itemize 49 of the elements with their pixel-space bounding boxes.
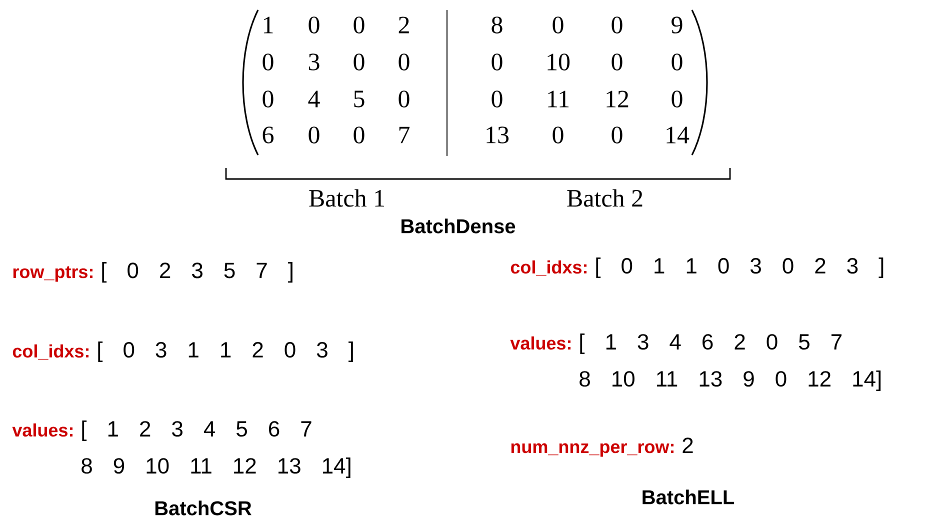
matrix-entry: 0 [354, 54, 364, 70]
matrix-entry: 7 [399, 126, 410, 144]
array-values: [ 0 1 1 0 3 0 2 3 ] [596, 257, 884, 278]
matrix-entry: 4 [308, 90, 320, 108]
field-label: num_nnz_per_row: [511, 443, 674, 457]
array-values: [ 1 3 4 6 2 0 5 7 8 10 11 13 9 0 12 14] [580, 334, 881, 391]
matrix-entry: 0 [492, 54, 502, 70]
matrix-entry: 0 [308, 126, 320, 144]
batch-label: Batch 2 [567, 189, 642, 207]
matrix-entry: 0 [354, 16, 364, 34]
matrix-entry: 0 [308, 16, 320, 34]
matrix-entry: 0 [672, 54, 682, 70]
matrix-entry: 0 [354, 126, 364, 144]
matrix-entry: 6 [262, 126, 274, 144]
format-name: BatchDense [402, 218, 516, 234]
field-label: col_idxs: [510, 260, 586, 276]
matrix-entry: 13 [486, 126, 509, 144]
matrix-entry: 0 [612, 54, 622, 70]
field-label: col_idxs: [12, 344, 88, 360]
matrix-entry: 9 [672, 16, 682, 34]
array-values: [ 0 3 1 1 2 0 3 ] [98, 341, 353, 362]
matrix-entry: 2 [398, 16, 409, 34]
matrix-entry: 3 [308, 54, 320, 70]
matrix-entry: 0 [552, 126, 564, 144]
matrix-entry: 14 [666, 126, 690, 144]
matrix-entry: 10 [548, 54, 570, 70]
array-values: [ 0 2 3 5 7 ] [102, 262, 292, 283]
matrix-entry: 0 [612, 126, 622, 144]
matrix-entry: 0 [262, 90, 274, 108]
matrix-entry: 0 [552, 16, 564, 34]
matrix-entry: 12 [606, 90, 628, 108]
array-values: 2 [682, 438, 693, 453]
field-label: row_ptrs: [13, 266, 92, 282]
matrix-entry: 5 [354, 90, 364, 108]
field-label: values: [12, 423, 72, 437]
matrix-entry: 0 [612, 16, 622, 34]
array-values: [ 1 2 3 4 5 6 7 8 9 10 11 12 13 14] [82, 420, 350, 478]
format-name: BatchCSR [155, 500, 252, 516]
matrix-entry: 0 [492, 90, 502, 108]
matrix-entry: 1 [264, 16, 273, 34]
matrix-entry: 11 [548, 90, 569, 108]
batch-label: Batch 1 [309, 189, 384, 207]
matrix-entry: 0 [398, 90, 410, 108]
field-label: values: [510, 336, 570, 350]
matrix-entry: 0 [672, 90, 682, 108]
matrix-entry: 0 [398, 54, 410, 70]
matrix-entry: 0 [262, 54, 274, 70]
format-name: BatchELL [642, 490, 734, 504]
matrix-entry: 8 [492, 16, 502, 34]
